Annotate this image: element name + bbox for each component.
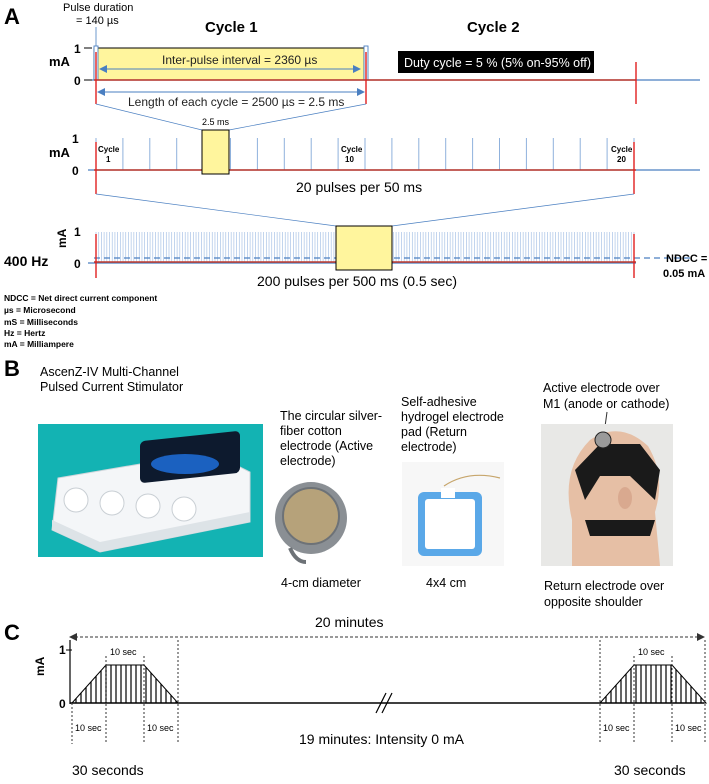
duty-cycle-box bbox=[398, 51, 594, 73]
circular-electrode-label-line1: The circular silver- bbox=[280, 409, 382, 423]
row3-tick-1: 1 bbox=[74, 225, 81, 239]
active-electrode-label-line1: Active electrode over bbox=[543, 381, 660, 395]
hydrogel-label-line3: pad (Return bbox=[401, 425, 467, 439]
diameter-label: 4-cm diameter bbox=[281, 576, 361, 590]
ramp-block-start bbox=[70, 664, 180, 704]
rampdown-10sec-right: 10 sec bbox=[675, 723, 702, 733]
row1-ma-label: mA bbox=[49, 54, 71, 69]
legend-ms: mS = Milliseconds bbox=[4, 317, 78, 327]
inter-pulse-interval-label: Inter-pulse interval = 2360 µs bbox=[162, 53, 317, 67]
rampup-10sec-left: 10 sec bbox=[75, 723, 102, 733]
duty-cycle-label: Duty cycle = 5 % (5% on-95% off) bbox=[404, 56, 591, 70]
row2-ma-label: mA bbox=[49, 145, 71, 160]
pulse-duration-label-line1: Pulse duration bbox=[63, 2, 133, 14]
legend-us: µs = Microsecond bbox=[4, 305, 76, 315]
circular-electrode-label-line3: electrode (Active bbox=[280, 439, 373, 453]
rest-period-label: 19 minutes: Intensity 0 mA bbox=[299, 731, 465, 747]
pulses-per-500ms-label: 200 pulses per 500 ms (0.5 sec) bbox=[257, 273, 457, 289]
pulse-duration-label-line2: = 140 µs bbox=[76, 15, 119, 27]
inter-pulse-interval-box bbox=[93, 47, 365, 81]
legend-ma: mA = Milliampere bbox=[4, 339, 74, 349]
head-model-image bbox=[541, 424, 673, 566]
legend-ndcc: NDCC = Net direct current component bbox=[4, 293, 157, 303]
ndcc-label-line1: NDCC = bbox=[666, 253, 707, 265]
row2-cycle-1-num: 1 bbox=[106, 155, 111, 164]
row2-zoom-window bbox=[201, 129, 230, 175]
panel-c-letter: C bbox=[4, 620, 20, 645]
axis-break-mark-2 bbox=[381, 692, 393, 714]
row2-tick-1: 1 bbox=[72, 132, 79, 146]
c-tick-0: 0 bbox=[59, 697, 66, 711]
thirty-seconds-left: 30 seconds bbox=[72, 762, 144, 778]
zoom-line-left-2 bbox=[95, 193, 337, 227]
cycle-1-label: Cycle 1 bbox=[205, 19, 258, 36]
c-ma-label: mA bbox=[33, 656, 47, 676]
return-electrode-label-line2: opposite shoulder bbox=[544, 595, 643, 609]
circular-electrode-label-line2: fiber cotton bbox=[280, 424, 342, 438]
device-label-line2: Pulsed Current Stimulator bbox=[40, 380, 183, 394]
thirty-seconds-right: 30 seconds bbox=[614, 762, 686, 778]
frequency-label: 400 Hz bbox=[4, 253, 48, 269]
hydrogel-label-line1: Self-adhesive bbox=[401, 395, 477, 409]
row3-ma-label: mA bbox=[55, 228, 69, 248]
stimulator-device-image bbox=[38, 424, 263, 557]
legend-hz: Hz = Hertz bbox=[4, 328, 45, 338]
circular-electrode-label-line4: electrode) bbox=[280, 454, 336, 468]
rampup-10sec-right: 10 sec bbox=[603, 723, 630, 733]
ramp-block-end bbox=[598, 664, 708, 704]
axis-break-mark-1 bbox=[375, 692, 387, 714]
circular-electrode-image bbox=[275, 482, 347, 564]
window-2-5ms-label: 2.5 ms bbox=[202, 117, 230, 127]
panel-b-letter: B bbox=[4, 356, 20, 381]
c-dotted-guides bbox=[71, 640, 706, 744]
row2-pulse-train bbox=[95, 138, 635, 170]
row2-tick-0: 0 bbox=[72, 164, 79, 178]
row3-tick-0: 0 bbox=[74, 257, 81, 271]
row1-tick-0: 0 bbox=[74, 74, 81, 88]
device-label-line1: AscenZ-IV Multi-Channel bbox=[40, 365, 179, 379]
panel-a-letter: A bbox=[4, 4, 20, 29]
ndcc-label-line2: 0.05 mA bbox=[663, 268, 705, 280]
return-electrode-label-line1: Return electrode over bbox=[544, 579, 664, 593]
pad-size-label: 4x4 cm bbox=[426, 576, 466, 590]
cycle-2-label: Cycle 2 bbox=[467, 19, 520, 36]
zoom-line-right-2 bbox=[391, 193, 635, 227]
plateau-10sec-right: 10 sec bbox=[638, 647, 665, 657]
row3-zoom-window bbox=[335, 225, 393, 271]
row2-cycle-20-word: Cycle bbox=[611, 145, 633, 154]
row2-cycle-20-num: 20 bbox=[617, 155, 626, 164]
pulses-per-50ms-label: 20 pulses per 50 ms bbox=[296, 179, 422, 195]
active-electrode-label-line2: M1 (anode or cathode) bbox=[543, 397, 669, 411]
hydrogel-label-line2: hydrogel electrode bbox=[401, 410, 504, 424]
hydrogel-pad-image bbox=[402, 462, 504, 566]
plateau-10sec-left: 10 sec bbox=[110, 647, 137, 657]
row2-cycle-1-word: Cycle bbox=[98, 145, 120, 154]
zoom-line-left-1 bbox=[95, 103, 203, 131]
zoom-line-right-1 bbox=[228, 103, 367, 131]
row2-cycle-10-num: 10 bbox=[345, 155, 354, 164]
row1-tick-1: 1 bbox=[74, 42, 81, 56]
duration-label: 20 minutes bbox=[315, 614, 383, 630]
hydrogel-label-line4: electrode) bbox=[401, 440, 457, 454]
row2-cycle-10-word: Cycle bbox=[341, 145, 363, 154]
c-tick-1: 1 bbox=[59, 643, 66, 657]
cycle-length-label: Length of each cycle = 2500 µs = 2.5 ms bbox=[128, 95, 344, 109]
rampdown-10sec-left: 10 sec bbox=[147, 723, 174, 733]
